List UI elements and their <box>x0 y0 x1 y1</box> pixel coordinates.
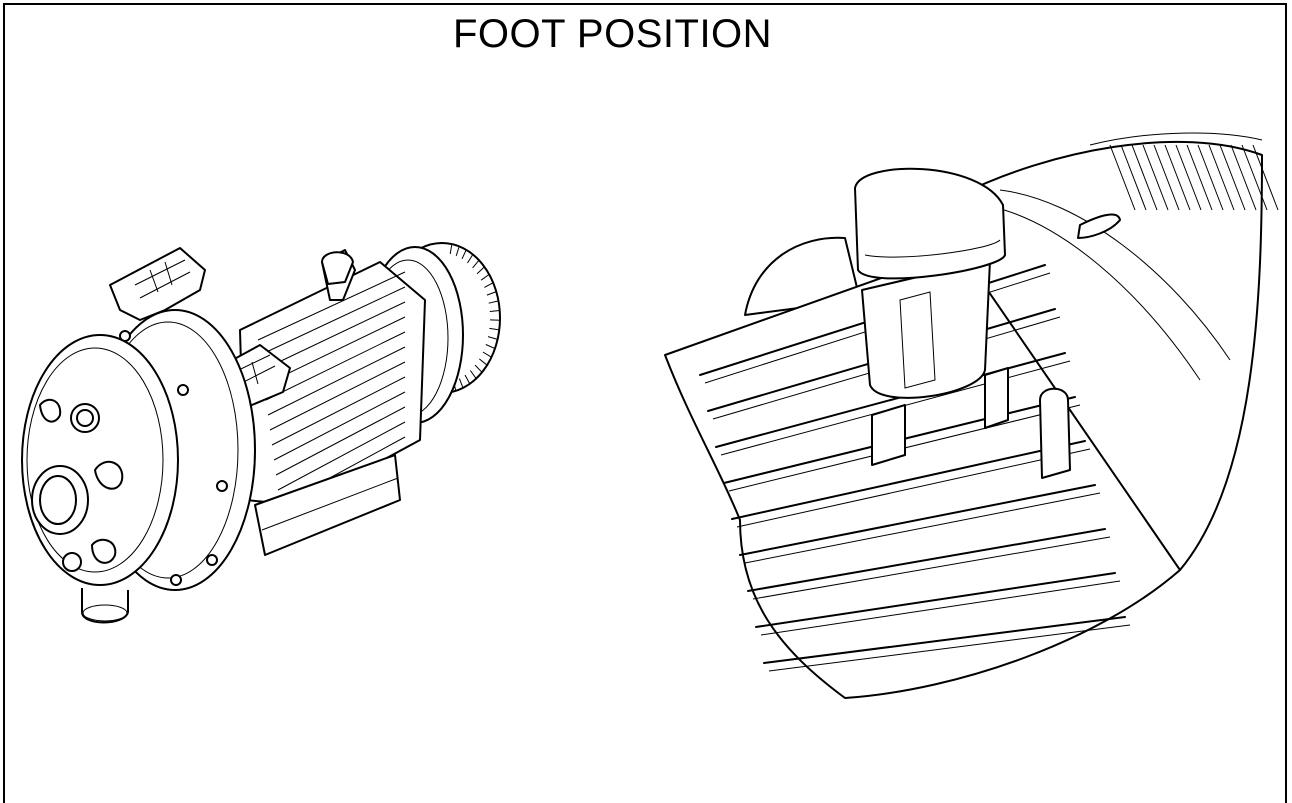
motor-body <box>239 261 426 556</box>
pump-head <box>21 334 179 624</box>
foot-detail-drawing <box>664 132 1279 699</box>
figure-title: FOOT POSITION <box>452 12 773 56</box>
lift-handle <box>321 249 356 301</box>
pump-assembly-drawing <box>21 242 501 624</box>
foot-bracket-upper <box>109 247 206 321</box>
